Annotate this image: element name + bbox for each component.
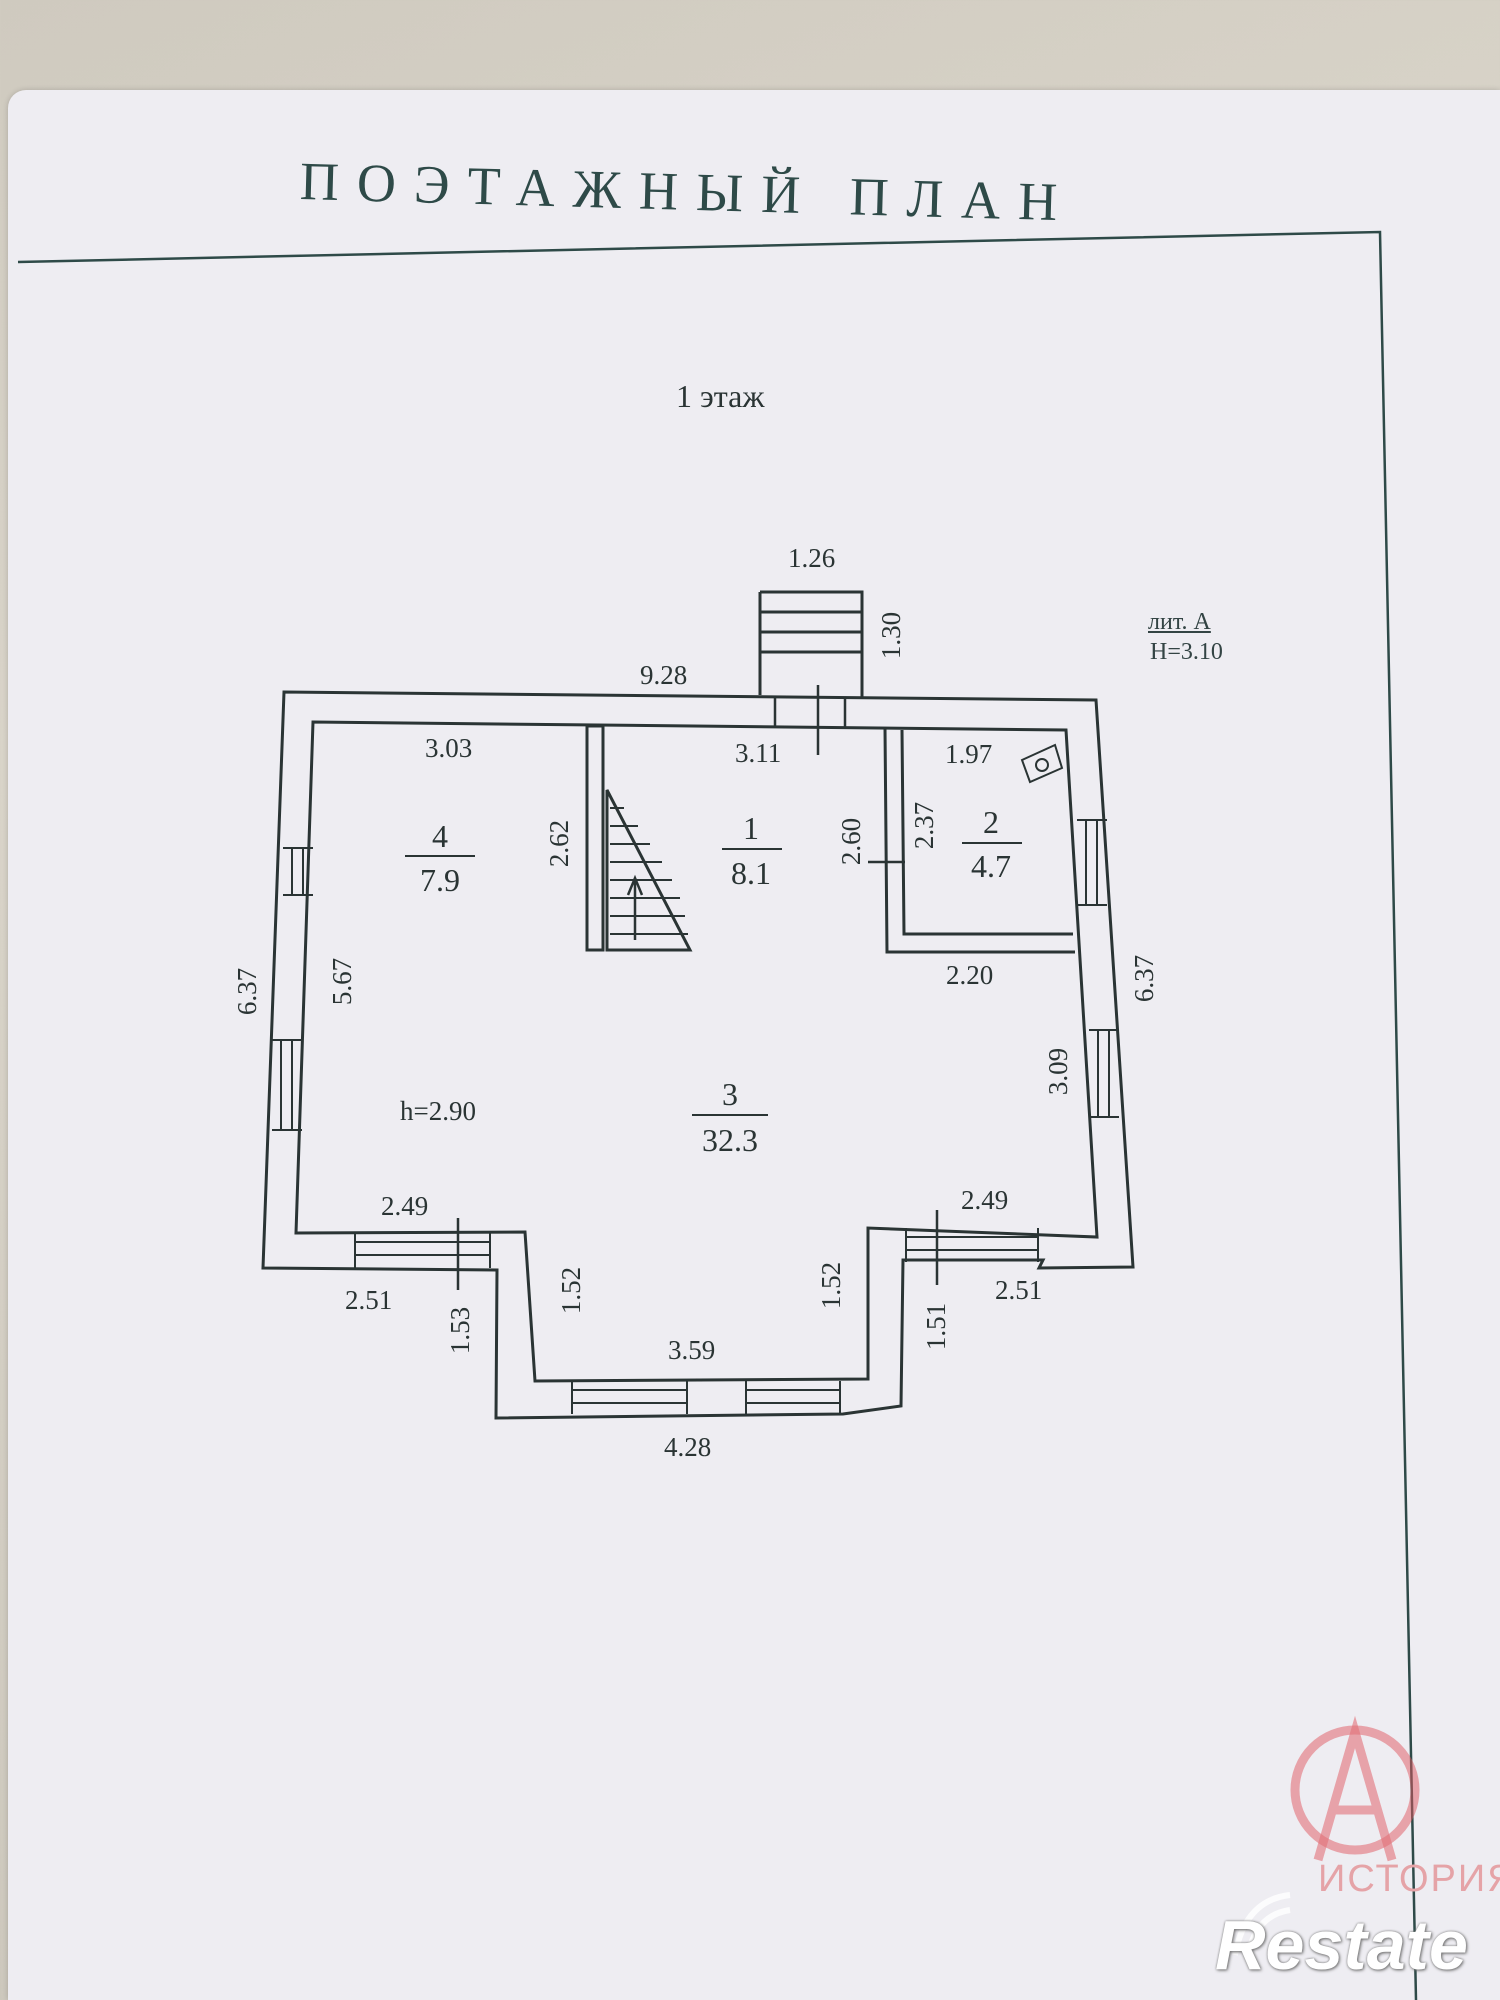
dim-left-bay-outer: 1.53 (445, 1306, 476, 1355)
room-1-number: 1 (743, 810, 759, 846)
inner-wall (294, 720, 1099, 1383)
watermark-logo-icon (1232, 1715, 1420, 1956)
window-left-1 (283, 847, 313, 896)
dim-room4-height: 2.62 (544, 819, 575, 868)
dim-porch-depth: 1.30 (876, 611, 907, 660)
dim-right-inner: 3.09 (1043, 1047, 1074, 1096)
window-left-2 (272, 1039, 302, 1131)
porch-steps (760, 610, 862, 654)
dim-left-step-inner: 2.49 (381, 1191, 429, 1221)
room-4-rule (405, 855, 475, 857)
dim-room2-height: 2.37 (909, 801, 940, 850)
stair-arrow (626, 874, 644, 940)
window-bottom-left (354, 1233, 491, 1268)
dim-porch-width: 1.26 (788, 543, 836, 573)
dim-room2-bottom: 2.20 (946, 960, 994, 990)
room-3-rule (692, 1114, 768, 1116)
room-2-area: 4.7 (971, 848, 1011, 884)
room-4-area: 7.9 (420, 862, 460, 898)
dim-room4-width: 3.03 (425, 733, 473, 763)
room-1-rule (722, 848, 782, 850)
interior-height: h=2.90 (400, 1096, 476, 1126)
window-bay-2 (745, 1381, 841, 1414)
dim-right-bay-outer: 1.51 (921, 1302, 952, 1351)
page-frame (17, 230, 1418, 2000)
room-2-number: 2 (983, 804, 999, 840)
dim-room1-width: 3.11 (735, 738, 782, 768)
outer-wall (261, 690, 1135, 1420)
porch (758, 590, 864, 697)
dim-left-step-outer: 2.51 (345, 1285, 393, 1315)
dim-right-step-inner: 2.49 (961, 1185, 1009, 1215)
watermark-line2: Restate (1215, 1906, 1468, 1984)
room-3-number: 3 (722, 1076, 738, 1112)
dim-bay-outer-width: 4.28 (664, 1432, 712, 1462)
watermark-line1: ИСТОРИЯ (1318, 1858, 1500, 1900)
room-4-number: 4 (432, 818, 448, 854)
dim-room1-height: 2.60 (836, 817, 867, 866)
stair-treads (610, 807, 688, 935)
dim-total-width: 9.28 (640, 660, 688, 690)
dim-room2-width: 1.97 (945, 739, 993, 769)
dim-left-inner: 5.67 (327, 957, 358, 1006)
room-3-area: 32.3 (702, 1122, 758, 1158)
building-lit: лит. А (1148, 609, 1211, 635)
staircase (605, 789, 693, 952)
entrance-door (773, 685, 847, 755)
dim-right-bay-inner: 1.52 (816, 1261, 847, 1310)
sink-icon (1020, 743, 1064, 784)
building-walls (261, 590, 1135, 1420)
dim-bay-inner-width: 3.59 (668, 1335, 716, 1365)
dim-left-outer: 6.37 (232, 967, 263, 1016)
windows (272, 819, 1119, 1414)
document-page (8, 90, 1500, 2000)
window-bay-1 (571, 1381, 688, 1414)
room-2-rule (962, 842, 1022, 844)
window-right-2 (1089, 1029, 1119, 1118)
stair-wall (585, 724, 605, 952)
room2-partition (883, 727, 1075, 954)
window-right-1 (1077, 819, 1107, 906)
dim-left-bay-inner: 1.52 (556, 1266, 587, 1315)
room-1-area: 8.1 (731, 855, 771, 891)
doors (456, 685, 939, 1290)
dim-right-step-outer: 2.51 (995, 1275, 1043, 1305)
window-bottom-right (905, 1228, 1039, 1262)
dim-right-outer: 6.37 (1129, 954, 1160, 1003)
floor-label: 1 этаж (676, 378, 765, 414)
building-height: H=3.10 (1150, 639, 1223, 665)
